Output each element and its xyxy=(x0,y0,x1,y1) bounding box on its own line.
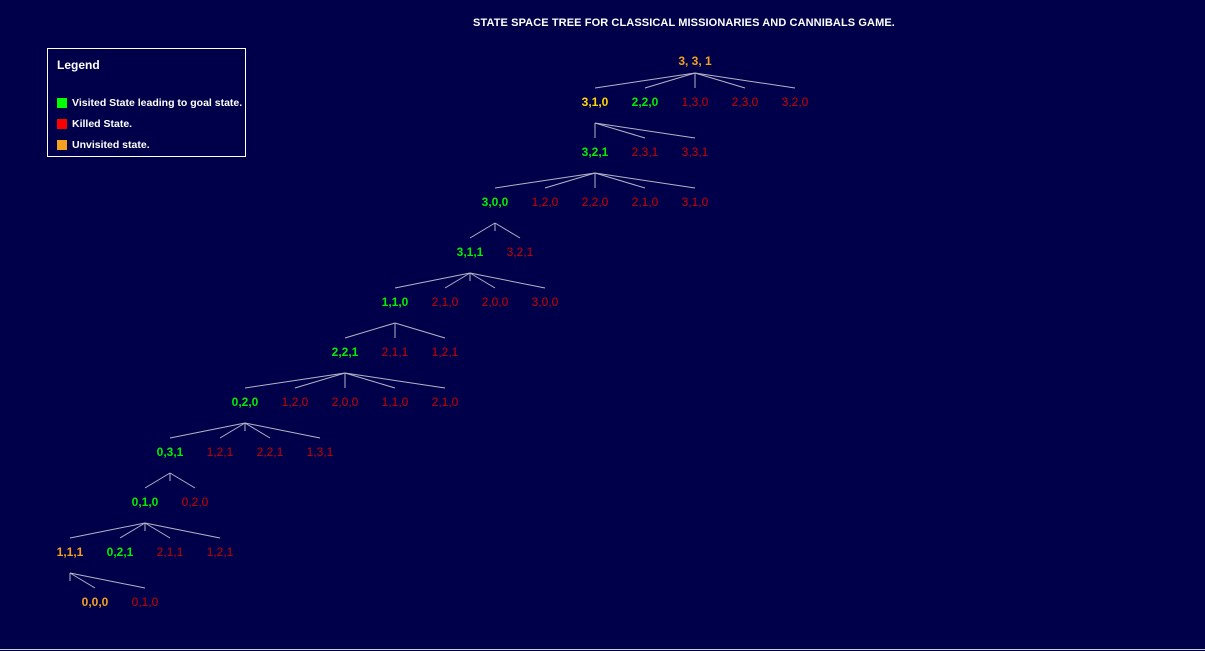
state-node-killed: 1,2,1 xyxy=(207,445,234,459)
state-node-killed: 1,2,0 xyxy=(532,195,559,209)
tree-edge xyxy=(544,172,596,189)
state-node-killed: 3,2,1 xyxy=(507,245,534,259)
tree-edge xyxy=(69,572,146,589)
state-node-killed: 2,3,0 xyxy=(732,95,759,109)
tree-edge xyxy=(69,572,96,589)
tree-edge xyxy=(494,172,596,189)
legend-label-visited: Visited State leading to goal state. xyxy=(72,97,243,109)
tree-edge xyxy=(594,122,646,139)
tree-edge xyxy=(594,72,696,89)
state-node-killed: 2,1,0 xyxy=(432,395,459,409)
state-node-killed: 1,3,0 xyxy=(682,95,709,109)
tree-edge xyxy=(494,222,521,239)
state-node-visited: 2,2,1 xyxy=(332,345,359,359)
tree-edge xyxy=(394,322,446,339)
tree-edge xyxy=(469,222,496,239)
tree-edge xyxy=(119,522,146,539)
visited-swatch xyxy=(57,98,67,108)
tree-edge xyxy=(69,522,146,539)
tree-edge xyxy=(469,272,546,289)
tree-edge xyxy=(144,522,171,539)
tree-edge xyxy=(344,372,446,389)
page-title: STATE SPACE TREE FOR CLASSICAL MISSIONAR… xyxy=(473,17,895,29)
state-node-killed: 1,2,1 xyxy=(432,345,459,359)
root-node: 3, 3, 1 xyxy=(678,54,712,68)
state-node-killed: 2,0,0 xyxy=(482,295,509,309)
state-node-killed: 2,1,0 xyxy=(632,195,659,209)
state-node-killed: 1,1,0 xyxy=(382,395,409,409)
legend-item-killed: Killed State. xyxy=(57,118,132,130)
tree-edge xyxy=(144,522,221,539)
tree-edge xyxy=(219,422,246,439)
tree-edge xyxy=(344,372,396,389)
legend-title: Legend xyxy=(57,58,100,72)
tree-edge xyxy=(344,322,396,339)
tree-edge xyxy=(244,422,321,439)
state-node-killed: 2,2,1 xyxy=(257,445,284,459)
tree-edge xyxy=(644,72,696,89)
state-node-killed: 1,2,1 xyxy=(207,545,234,559)
killed-swatch xyxy=(57,119,67,129)
state-node-killed: 2,2,0 xyxy=(582,195,609,209)
state-node-killed: 2,1,1 xyxy=(157,545,184,559)
state-node-visited: 3,2,1 xyxy=(582,145,609,159)
state-node-killed: 2,3,1 xyxy=(632,145,659,159)
tree-edge xyxy=(294,372,346,389)
unvisited-swatch xyxy=(57,140,67,150)
state-node-visited: 1,1,0 xyxy=(382,295,409,309)
tree-edge xyxy=(244,422,271,439)
tree-edge xyxy=(694,72,796,89)
state-node-killed: 0,2,0 xyxy=(182,495,209,509)
legend-label-killed: Killed State. xyxy=(72,118,133,130)
legend-item-visited: Visited State leading to goal state. xyxy=(57,97,242,109)
state-node-killed: 2,1,1 xyxy=(382,345,409,359)
bottom-divider xyxy=(0,649,1205,650)
tree-edge xyxy=(594,172,646,189)
state-node-killed: 2,0,0 xyxy=(332,395,359,409)
state-node-visited: 0,2,0 xyxy=(232,395,259,409)
tree-edge xyxy=(694,72,746,89)
state-node-visited: 3,0,0 xyxy=(482,195,509,209)
legend-item-unvisited: Unvisited state. xyxy=(57,139,150,151)
state-node-killed: 0,1,0 xyxy=(132,595,159,609)
state-node-killed: 2,1,0 xyxy=(432,295,459,309)
tree-edge xyxy=(169,472,196,489)
tree-edge xyxy=(244,372,346,389)
state-node-visited: 0,3,1 xyxy=(157,445,184,459)
tree-edge xyxy=(144,472,171,489)
state-node-killed: 1,3,1 xyxy=(307,445,334,459)
state-node-killed: 1,2,0 xyxy=(282,395,309,409)
state-node-unvisited: 1,1,1 xyxy=(57,545,84,559)
tree-edge xyxy=(444,272,471,289)
state-node-current: 3,1,0 xyxy=(582,95,609,109)
state-node-visited: 0,1,0 xyxy=(132,495,159,509)
tree-edge xyxy=(594,172,696,189)
legend-label-unvisited: Unvisited state. xyxy=(72,139,150,151)
state-node-killed: 3,3,1 xyxy=(682,145,709,159)
state-node-visited: 2,2,0 xyxy=(632,95,659,109)
state-node-visited: 3,1,1 xyxy=(457,245,484,259)
state-node-unvisited: 0,0,0 xyxy=(82,595,109,609)
state-node-killed: 3,1,0 xyxy=(682,195,709,209)
tree-edge xyxy=(394,272,471,289)
state-node-visited: 0,2,1 xyxy=(107,545,134,559)
legend-box: Legend Visited State leading to goal sta… xyxy=(47,48,246,157)
state-node-killed: 3,0,0 xyxy=(532,295,559,309)
tree-edge xyxy=(169,422,246,439)
tree-edge xyxy=(469,272,496,289)
state-node-killed: 3,2,0 xyxy=(782,95,809,109)
tree-edge xyxy=(594,122,696,139)
